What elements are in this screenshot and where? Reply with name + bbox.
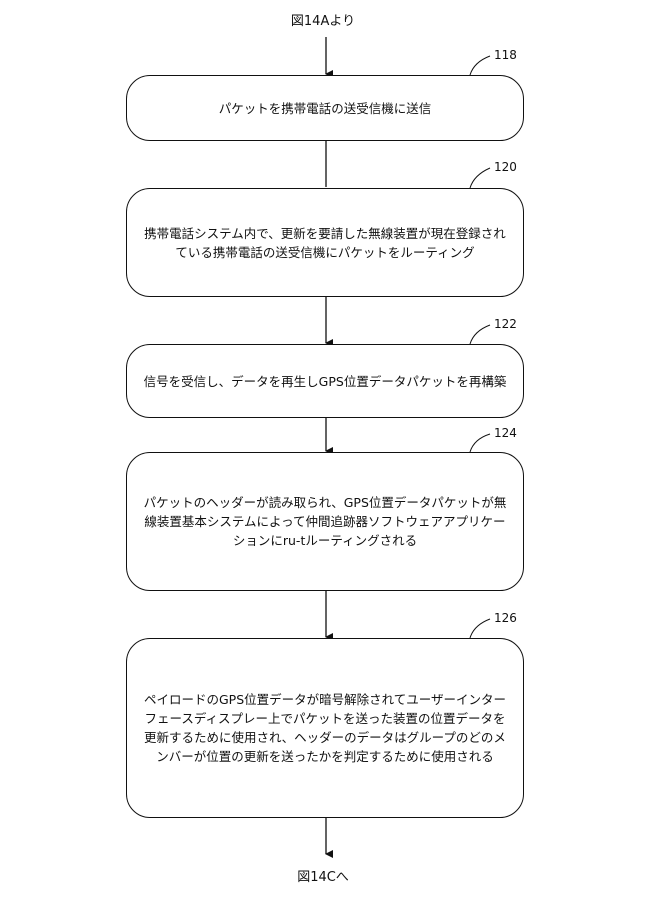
step-box-122: 信号を受信し、データを再生しGPS位置データパケットを再構築	[126, 344, 524, 418]
step-box-124: パケットのヘッダーが読み取られ、GPS位置データパケットが無線装置基本システムに…	[126, 452, 524, 591]
step-box-118: パケットを携帯電話の送受信機に送信	[126, 75, 524, 141]
exit-label: 図14Cへ	[0, 866, 646, 885]
ref-number: 126	[494, 611, 517, 625]
ref-number: 124	[494, 426, 517, 440]
leader-124	[470, 434, 490, 452]
step-box-126: ペイロードのGPS位置データが暗号解除されてユーザーインターフェースディスプレー…	[126, 638, 524, 818]
leader-120	[470, 168, 490, 188]
step-text: ペイロードのGPS位置データが暗号解除されてユーザーインターフェースディスプレー…	[139, 690, 511, 766]
entry-label: 図14Aより	[0, 10, 646, 29]
step-text: 信号を受信し、データを再生しGPS位置データパケットを再構築	[144, 372, 507, 391]
leader-118	[470, 56, 490, 75]
ref-number: 122	[494, 317, 517, 331]
leader-122	[470, 325, 490, 344]
step-text: パケットのヘッダーが読み取られ、GPS位置データパケットが無線装置基本システムに…	[139, 493, 511, 550]
ref-number: 118	[494, 48, 517, 62]
step-text: 携帯電話システム内で、更新を要請した無線装置が現在登録されている携帯電話の送受信…	[139, 224, 511, 262]
step-box-120: 携帯電話システム内で、更新を要請した無線装置が現在登録されている携帯電話の送受信…	[126, 188, 524, 297]
leader-126	[470, 619, 490, 638]
step-text: パケットを携帯電話の送受信機に送信	[219, 99, 432, 118]
ref-number: 120	[494, 160, 517, 174]
